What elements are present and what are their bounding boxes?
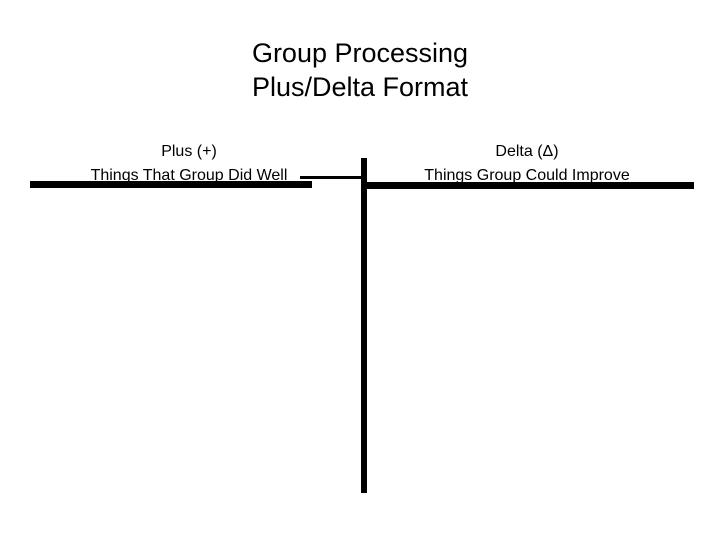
delta-column-heading: Delta (Δ) Things Group Could Improve bbox=[372, 140, 682, 188]
plus-heading-label: Plus (+) bbox=[161, 143, 217, 160]
delta-heading-label: Delta (Δ) bbox=[495, 143, 559, 160]
vertical-divider bbox=[361, 158, 367, 493]
delta-subheading-label: Things Group Could Improve bbox=[424, 167, 630, 184]
plus-subheading-label: Things That Group Did Well bbox=[90, 167, 288, 184]
horizontal-divider-left bbox=[30, 181, 312, 188]
page-title: Group Processing Plus/Delta Format bbox=[0, 36, 720, 104]
horizontal-divider-left-thin bbox=[300, 176, 362, 179]
title-line-1: Group Processing bbox=[251, 38, 469, 68]
title-line-2: Plus/Delta Format bbox=[251, 72, 469, 102]
plus-column-heading: Plus (+) Things That Group Did Well bbox=[24, 140, 354, 188]
horizontal-divider-right bbox=[361, 182, 694, 189]
